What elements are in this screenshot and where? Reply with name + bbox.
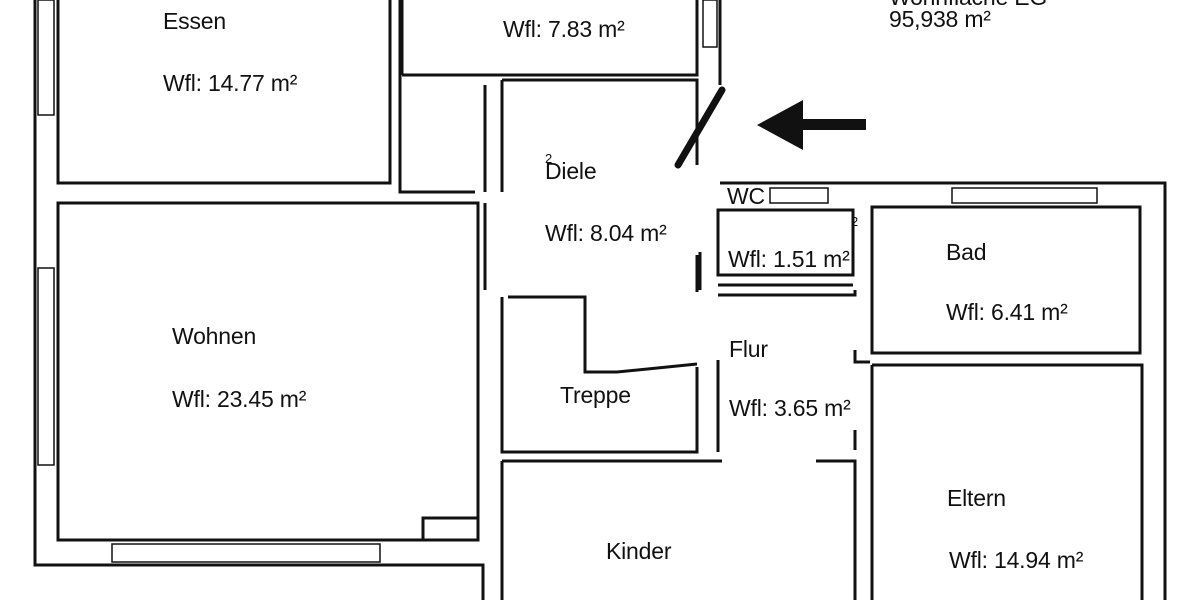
room-kinder-name: Kinder	[606, 538, 672, 564]
window-wohnen-bottom	[111, 543, 381, 563]
essen-wall	[56, 0, 392, 185]
stray-superscript-wc: 2	[851, 214, 859, 229]
window-kueche	[702, 0, 718, 48]
room-kueche-area: Wfl: 7.83 m²	[503, 16, 625, 42]
eltern-wall	[870, 363, 1144, 600]
window-bad	[951, 187, 1098, 204]
wohnen-corner	[421, 516, 478, 540]
treppe-stairline	[508, 295, 698, 374]
room-essen-name: Essen	[163, 8, 226, 34]
room-diele-name: Diele	[545, 158, 597, 184]
room-diele-area: Wfl: 8.04 m²	[545, 220, 667, 246]
summary-title-partial: Wohnfläche EG	[889, 0, 1047, 11]
room-eltern-name: Eltern	[947, 485, 1006, 511]
outer-wall-left	[33, 0, 485, 600]
room-treppe-name: Treppe	[560, 382, 631, 408]
kinder-wall	[500, 459, 857, 600]
window-wc	[769, 187, 829, 204]
wc-wall	[716, 208, 855, 277]
kinder-inner	[695, 252, 702, 292]
room-flur-name: Flur	[729, 336, 768, 362]
room-flur-area: Wfl: 3.65 m²	[729, 395, 851, 421]
bad-wall	[870, 205, 1142, 355]
room-bad-name: Bad	[946, 239, 987, 265]
stray-superscript-diele: 2	[545, 151, 553, 166]
room-wc-name: WC	[727, 183, 765, 209]
treppe-wall	[500, 297, 699, 454]
door-leaf-icon	[674, 86, 726, 169]
summary-total: 95,938 m²	[889, 6, 991, 32]
entrance-arrow-icon	[757, 100, 866, 150]
room-eltern-area: Wfl: 14.94 m²	[949, 547, 1084, 573]
diele-wall-top	[502, 78, 699, 165]
wohnen-wall	[56, 201, 480, 542]
room-wohnen-name: Wohnen	[172, 323, 257, 349]
outer-wall-right	[720, 181, 1167, 600]
room-wc-area: Wfl: 1.51 m²	[728, 246, 850, 272]
room-bad-area: Wfl: 6.41 m²	[946, 299, 1068, 325]
room-essen-area: Wfl: 14.77 m²	[163, 70, 298, 96]
window-essen	[37, 0, 55, 116]
window-wohnen	[37, 267, 55, 466]
flur-wall	[716, 290, 870, 452]
kueche-wall-left	[398, 0, 475, 194]
kueche-wall-right	[480, 0, 699, 77]
room-wohnen-area: Wfl: 23.45 m²	[172, 386, 307, 412]
